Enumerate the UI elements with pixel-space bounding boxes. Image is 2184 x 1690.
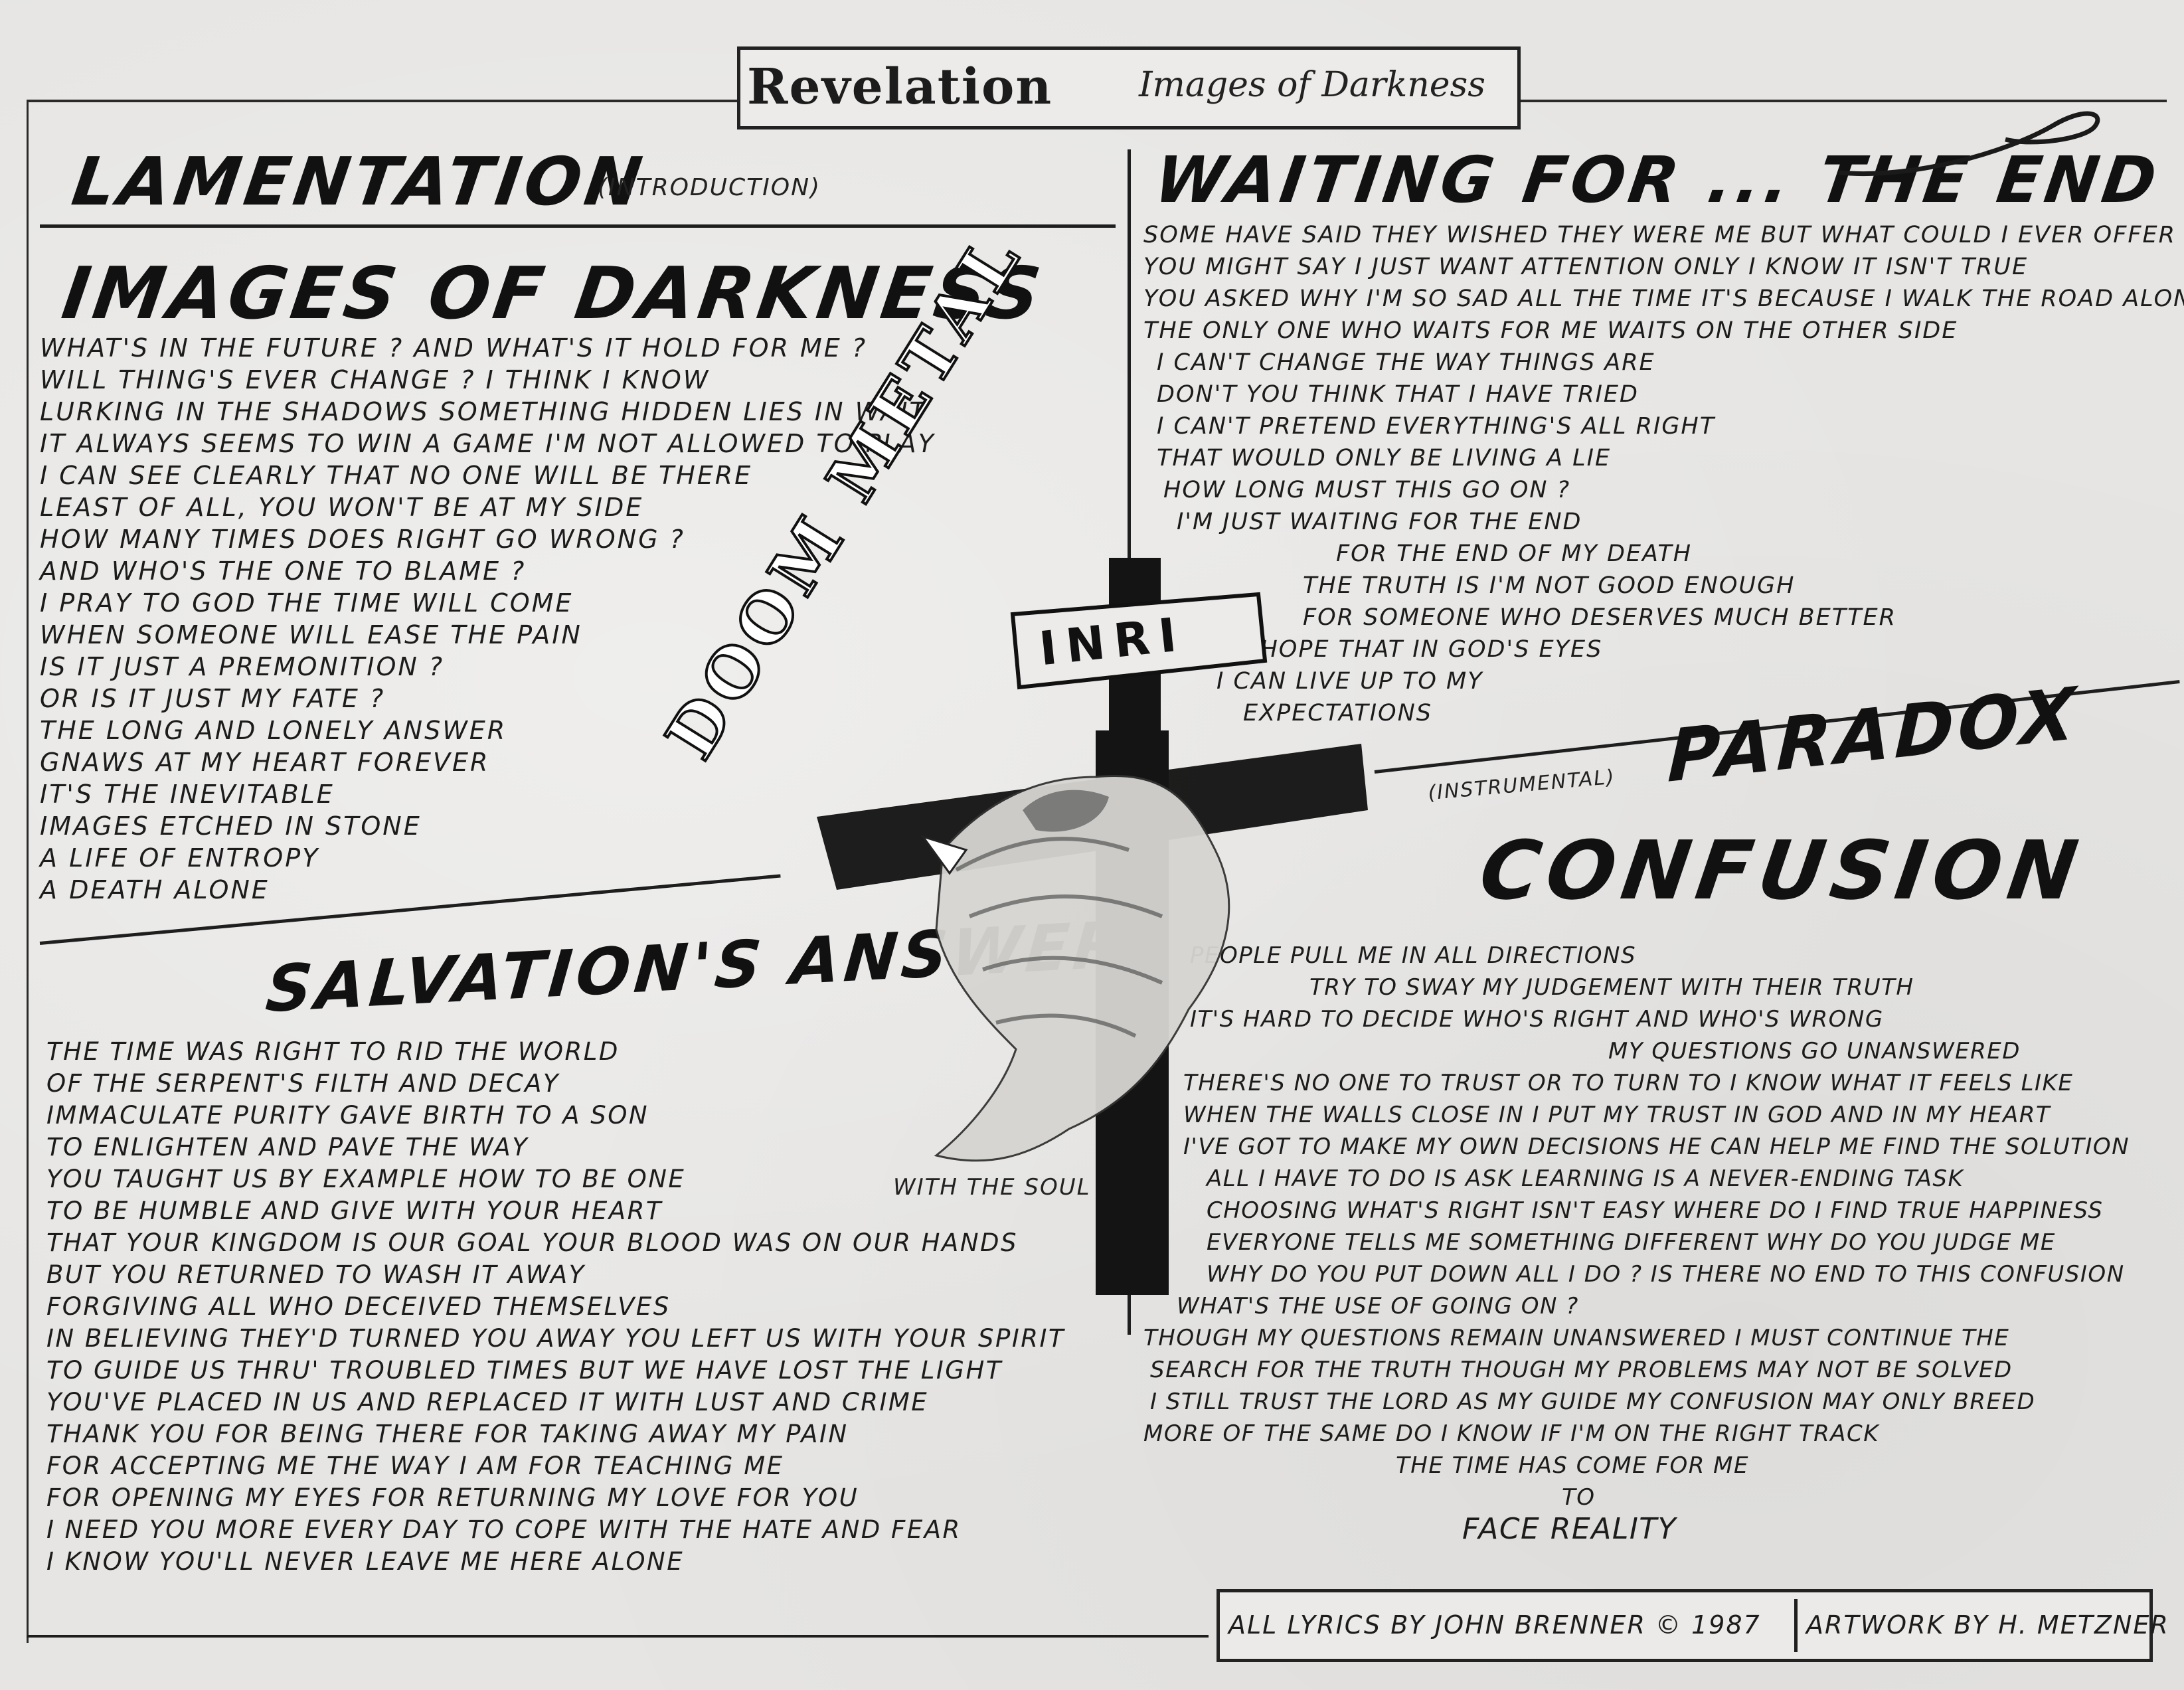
- lyric-line: THAT WOULD ONLY BE LIVING A LIE: [1157, 445, 1612, 471]
- lyric-line: YOU TAUGHT US BY EXAMPLE HOW TO BE ONE: [46, 1165, 686, 1193]
- crucifix-artwork: [817, 558, 1368, 1295]
- lyric-line: WHAT'S THE USE OF GOING ON ?: [1177, 1293, 1579, 1319]
- lyric-line: IT'S THE INEVITABLE: [40, 780, 335, 809]
- lyric-line: I CAN SEE CLEARLY THAT NO ONE WILL BE TH…: [40, 461, 753, 490]
- credits-divider: [1794, 1599, 1798, 1652]
- lyric-line: TRY TO SWAY MY JUDGEMENT WITH THEIR TRUT…: [1309, 974, 1914, 1001]
- confusion-lyrics: PEOPLE PULL ME IN ALL DIRECTIONS TRY TO …: [1143, 940, 2130, 1545]
- lyric-line: EXPECTATIONS: [1243, 700, 1432, 726]
- lyric-line: FOR OPENING MY EYES FOR RETURNING MY LOV…: [46, 1483, 859, 1512]
- lyric-line: MY QUESTIONS GO UNANSWERED: [1608, 1038, 2021, 1064]
- lyric-line: I'VE GOT TO MAKE MY OWN DECISIONS HE CAN…: [1183, 1134, 2130, 1160]
- lyric-line: TO GUIDE US THRU' TROUBLED TIMES BUT WE …: [46, 1356, 1003, 1385]
- lamentation-title: LAMENTATION: [67, 143, 651, 220]
- lyric-line: I CAN'T CHANGE THE WAY THINGS ARE: [1157, 349, 1655, 376]
- lyric-line: WHAT'S IN THE FUTURE ? AND WHAT'S IT HOL…: [40, 333, 868, 363]
- lyric-line: I KNOW YOU'LL NEVER LEAVE ME HERE ALONE: [46, 1547, 685, 1576]
- lyric-line: TO: [1562, 1484, 1596, 1511]
- lyric-line: LEAST OF ALL, YOU WON'T BE AT MY SIDE: [40, 493, 644, 522]
- salvations-answer-aside: WITH THE SOUL: [893, 1174, 1091, 1201]
- lyric-line: TO BE HUMBLE AND GIVE WITH YOUR HEART: [46, 1197, 663, 1225]
- lyric-line: THAT YOUR KINGDOM IS OUR GOAL YOUR BLOOD…: [46, 1228, 1018, 1257]
- artwork-credit: ARTWORK BY H. METZNER: [1806, 1610, 2169, 1640]
- lyric-line: AND WHO'S THE ONE TO BLAME ?: [40, 556, 527, 586]
- lyric-line: IN BELIEVING THEY'D TURNED YOU AWAY YOU …: [46, 1324, 1065, 1353]
- lyric-line: EVERYONE TELLS ME SOMETHING DIFFERENT WH…: [1207, 1229, 2056, 1256]
- lyric-line: BUT YOU RETURNED TO WASH IT AWAY: [46, 1260, 586, 1289]
- band-name: Revelation: [747, 58, 1053, 116]
- salvations-answer-lyrics: THE TIME WAS RIGHT TO RID THE WORLD OF T…: [46, 1036, 1065, 1578]
- divider-lamentation: [40, 224, 1116, 228]
- lyric-line: I CAN'T PRETEND EVERYTHING'S ALL RIGHT: [1157, 413, 1716, 440]
- lyric-line: LURKING IN THE SHADOWS SOMETHING HIDDEN …: [40, 397, 927, 426]
- lyric-line: HOW MANY TIMES DOES RIGHT GO WRONG ?: [40, 525, 685, 554]
- lyric-line: YOU'VE PLACED IN US AND REPLACED IT WITH…: [46, 1388, 929, 1416]
- images-of-darkness-title: IMAGES OF DARKNESS: [57, 252, 1049, 335]
- lyric-line: ALL I HAVE TO DO IS ASK LEARNING IS A NE…: [1207, 1165, 1964, 1192]
- lyric-line: IT ALWAYS SEEMS TO WIN A GAME I'M NOT AL…: [40, 429, 936, 458]
- lyric-line: THE TRUTH IS I'M NOT GOOD ENOUGH: [1303, 572, 1796, 599]
- lyric-line: THE TIME WAS RIGHT TO RID THE WORLD: [46, 1037, 620, 1066]
- lyric-line: WILL THING'S EVER CHANGE ? I THINK I KNO…: [40, 365, 711, 394]
- lyric-line: YOU MIGHT SAY I JUST WANT ATTENTION ONLY…: [1143, 254, 2029, 280]
- lyric-line: I STILL TRUST THE LORD AS MY GUIDE MY CO…: [1150, 1389, 2036, 1415]
- waiting-for-the-end-lyrics: SOME HAVE SAID THEY WISHED THEY WERE ME …: [1143, 219, 2184, 729]
- lyric-line: THE ONLY ONE WHO WAITS FOR ME WAITS ON T…: [1143, 317, 1958, 344]
- lyric-line: IMAGES ETCHED IN STONE: [40, 811, 422, 841]
- lyric-line: FOR SOMEONE WHO DESERVES MUCH BETTER: [1303, 604, 1896, 631]
- center-divider-top: [1128, 149, 1131, 601]
- lyric-line: THANK YOU FOR BEING THERE FOR TAKING AWA…: [46, 1420, 849, 1448]
- album-title: Images of Darkness: [1139, 65, 1485, 105]
- lyric-line: I'M JUST WAITING FOR THE END: [1177, 509, 1582, 535]
- lyric-line: I PRAY TO GOD THE TIME WILL COME: [40, 588, 574, 618]
- lyric-line: I CAN LIVE UP TO MY: [1217, 668, 1483, 695]
- lyric-line: SEARCH FOR THE TRUTH THOUGH MY PROBLEMS …: [1150, 1357, 2013, 1383]
- lyric-line: OR IS IT JUST MY FATE ?: [40, 684, 386, 713]
- lyric-line: SOME HAVE SAID THEY WISHED THEY WERE ME …: [1143, 222, 2176, 248]
- lyric-line: MORE OF THE SAME DO I KNOW IF I'M ON THE…: [1143, 1420, 1880, 1447]
- lyric-line: I NEED YOU MORE EVERY DAY TO COPE WITH T…: [46, 1515, 962, 1544]
- lyric-line: THOUGH MY QUESTIONS REMAIN UNANSWERED I …: [1143, 1325, 2010, 1351]
- lyric-line: FORGIVING ALL WHO DECEIVED THEMSELVES: [46, 1292, 671, 1321]
- lyric-line: PEOPLE PULL ME IN ALL DIRECTIONS: [1190, 942, 1637, 969]
- lamentation-note: (INTRODUCTION): [598, 174, 821, 201]
- lyric-line: FOR ACCEPTING ME THE WAY I AM FOR TEACHI…: [46, 1452, 784, 1480]
- lyric-line: IMMACULATE PURITY GAVE BIRTH TO A SON: [46, 1101, 649, 1130]
- lyric-line: FACE REALITY: [1462, 1512, 1677, 1546]
- lyric-line: TO ENLIGHTEN AND PAVE THE WAY: [46, 1133, 529, 1161]
- lyric-line: GNAWS AT MY HEART FOREVER: [40, 748, 490, 777]
- lyric-line: IS IT JUST A PREMONITION ?: [40, 652, 445, 681]
- lyric-line: DON'T YOU THINK THAT I HAVE TRIED: [1157, 381, 1639, 408]
- lyric-line: WHEN SOMEONE WILL EASE THE PAIN: [40, 620, 582, 649]
- lyric-line: WHEN THE WALLS CLOSE IN I PUT MY TRUST I…: [1183, 1102, 2051, 1128]
- confusion-title: CONFUSION: [1474, 823, 2090, 918]
- lyric-line: A LIFE OF ENTROPY: [40, 843, 320, 873]
- lyric-line: IT'S HARD TO DECIDE WHO'S RIGHT AND WHO'…: [1190, 1006, 1884, 1033]
- lyric-line: HOW LONG MUST THIS GO ON ?: [1163, 477, 1571, 503]
- header-box: [737, 46, 1521, 129]
- inri-plaque: [1010, 592, 1268, 690]
- images-of-darkness-lyrics: WHAT'S IN THE FUTURE ? AND WHAT'S IT HOL…: [40, 332, 936, 906]
- lyric-line: I HOPE THAT IN GOD'S EYES: [1243, 636, 1603, 663]
- lyrics-credit: ALL LYRICS BY JOHN BRENNER © 1987: [1228, 1610, 1761, 1640]
- lyric-line: OF THE SERPENT'S FILTH AND DECAY: [46, 1069, 560, 1098]
- lyric-line: WHY DO YOU PUT DOWN ALL I DO ? IS THERE …: [1207, 1261, 2125, 1288]
- lyric-line: THE LONG AND LONELY ANSWER: [40, 716, 507, 745]
- lyric-line: THE TIME HAS COME FOR ME: [1396, 1452, 1749, 1479]
- credits-box: [1217, 1589, 2153, 1662]
- lyric-line: YOU ASKED WHY I'M SO SAD ALL THE TIME IT…: [1143, 286, 2184, 312]
- lyric-line: FOR THE END OF MY DEATH: [1336, 541, 1693, 567]
- lyric-line: A DEATH ALONE: [40, 875, 270, 904]
- lyric-line: CHOOSING WHAT'S RIGHT ISN'T EASY WHERE D…: [1207, 1197, 2104, 1224]
- title-flourish: [1839, 111, 2100, 177]
- lyric-line: THERE'S NO ONE TO TRUST OR TO TURN TO I …: [1183, 1070, 2074, 1096]
- divider-bottom: [27, 1635, 1209, 1638]
